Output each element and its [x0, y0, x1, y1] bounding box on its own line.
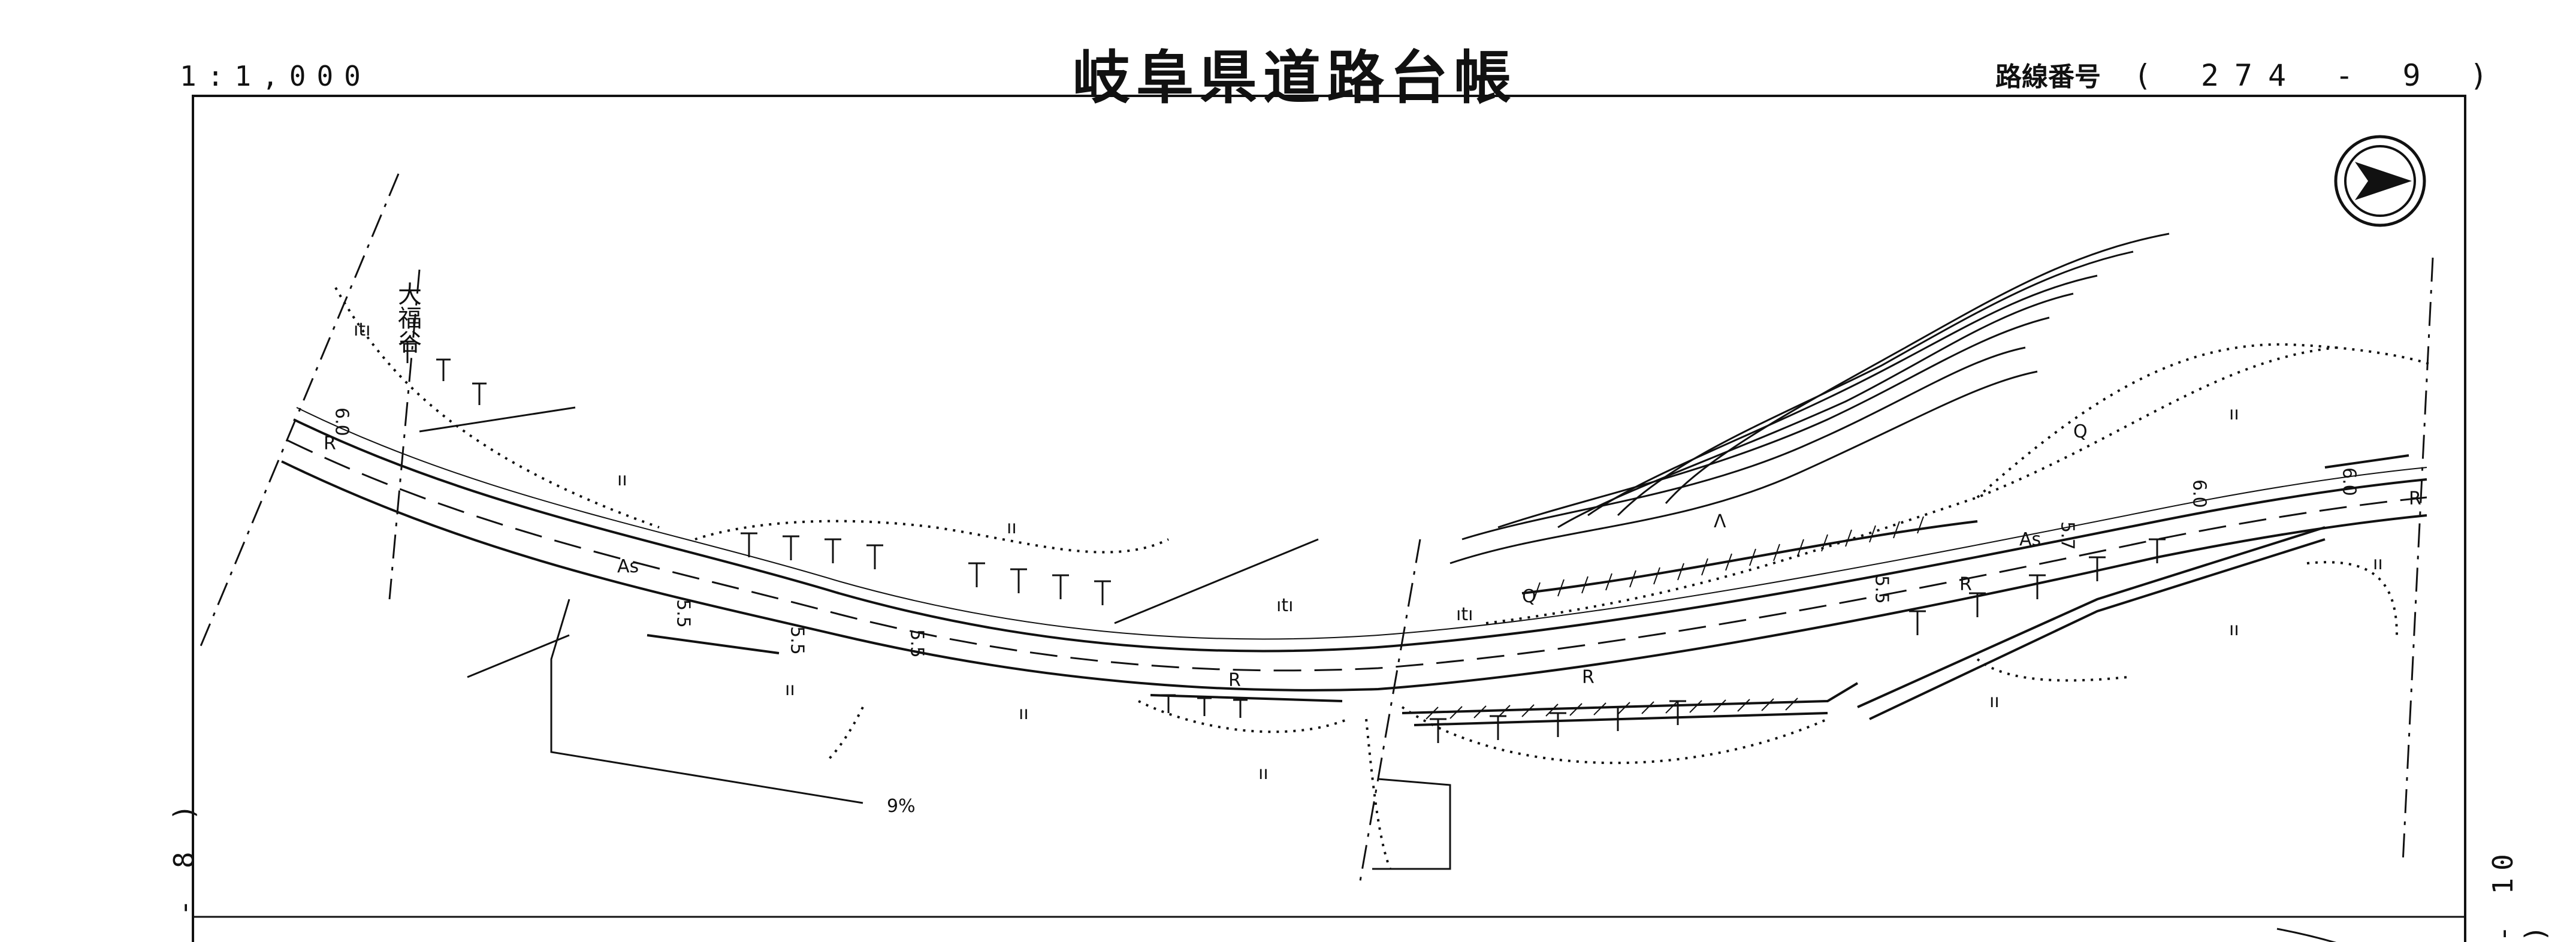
- north-arrow-icon: [2334, 135, 2426, 227]
- grade-label: 9%: [887, 796, 916, 817]
- road-center-line: [287, 439, 2427, 672]
- rock-symbol: Q: [1522, 586, 1536, 607]
- mountain-symbol: ıtı: [1456, 604, 1473, 625]
- leader-lines: [419, 406, 1451, 870]
- field-symbol: ıı: [2229, 619, 2239, 640]
- map-frame: [192, 95, 2466, 942]
- asphalt-label: As: [2019, 529, 2041, 550]
- road-edge-lines: [281, 407, 2427, 692]
- field-symbol: ıı: [785, 679, 795, 700]
- wall-hatching: [1426, 516, 1924, 720]
- place-name-label: 大福谷: [394, 282, 422, 354]
- field-symbol: ıı: [2229, 403, 2239, 424]
- field-symbol: ıı: [1019, 703, 1029, 724]
- mountain-symbol: ıtı: [1276, 595, 1293, 616]
- dotted-outlines: [334, 287, 2433, 869]
- page-title: 岐阜県道路台帳: [1073, 44, 1517, 111]
- retaining-wall-label: R: [2409, 488, 2421, 509]
- road-width-label: 6.0: [331, 407, 352, 436]
- mountain-symbol: ıtı: [354, 319, 370, 340]
- retaining-wall-label: R: [324, 433, 336, 454]
- field-symbol: ıı: [1258, 763, 1269, 784]
- road-width-label: 6.0: [2339, 467, 2360, 496]
- road-width-label: 5.5: [673, 599, 694, 628]
- road-width-label: 5.5: [787, 626, 808, 655]
- road-width-label: 5.7: [2057, 521, 2078, 550]
- asphalt-label: As: [617, 556, 639, 577]
- map-annotations: 大福谷 As As R R R R R 9% 5.5 5.5 5.5 5.5 5…: [324, 282, 2421, 817]
- road-width-label: 5.5: [907, 629, 928, 658]
- retaining-wall-label: R: [1582, 667, 1594, 688]
- map-edge-curve: [2276, 928, 2337, 942]
- boundary-lines: [197, 173, 2434, 881]
- field-symbol: ıı: [1989, 691, 2000, 712]
- contour-lines: [1449, 233, 2170, 564]
- route-number: 路線番号 ( 274 - 9 ): [1995, 55, 2503, 93]
- retaining-walls: [647, 454, 2409, 726]
- field-symbol: ıı: [2373, 553, 2383, 574]
- rock-symbol: Q: [2073, 421, 2088, 442]
- route-number-value: ( 274 - 9 ): [2133, 58, 2503, 93]
- contour-symbol: Λ: [1714, 511, 1726, 532]
- road-width-label: 5.5: [1871, 575, 1892, 604]
- retaining-wall-label: R: [1228, 670, 1241, 691]
- map-scale: 1:1,000: [180, 60, 372, 92]
- field-symbol: ıı: [1007, 517, 1017, 538]
- road-width-label: 6.0: [2189, 479, 2210, 508]
- field-symbol: ıı: [617, 469, 627, 490]
- route-number-label: 路線番号: [1995, 62, 2101, 92]
- retaining-wall-label: R: [1959, 574, 1972, 595]
- vegetation-symbols: [400, 340, 2166, 743]
